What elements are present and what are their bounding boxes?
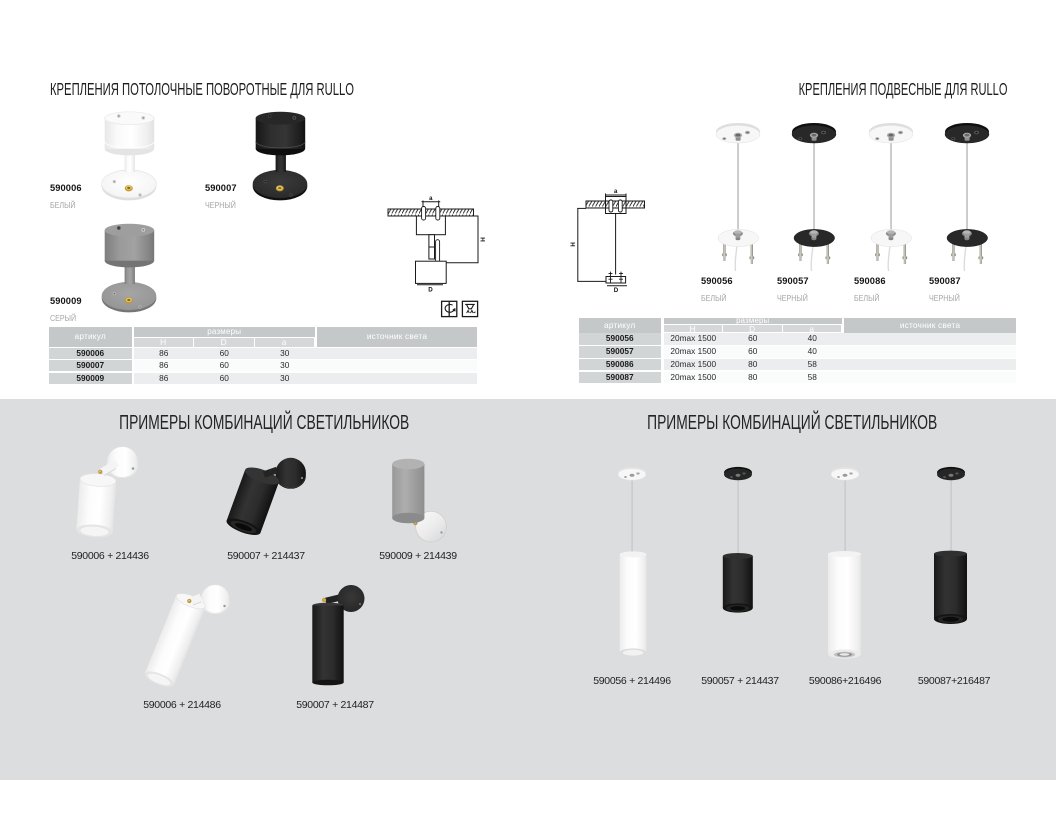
svg-text:H: H xyxy=(569,242,576,247)
svg-text:a: a xyxy=(614,189,618,195)
svg-text:a: a xyxy=(429,196,433,202)
svg-text:D: D xyxy=(428,286,433,293)
svg-text:H: H xyxy=(479,237,486,242)
svg-text:D: D xyxy=(614,287,619,294)
